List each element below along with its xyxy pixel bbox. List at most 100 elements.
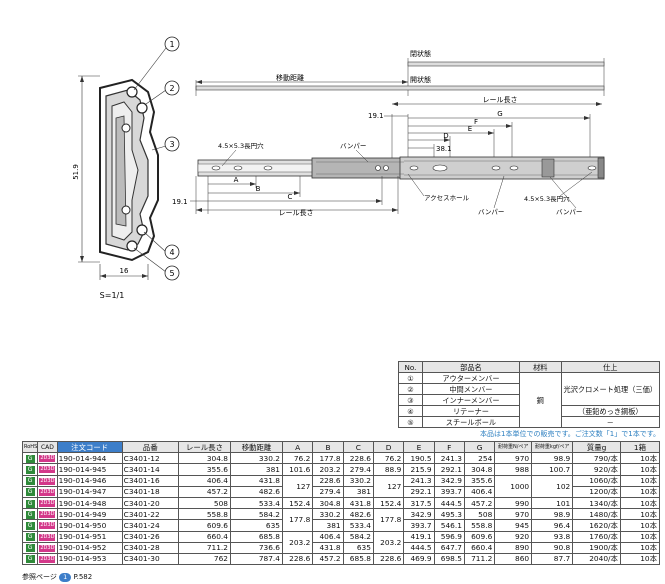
cad-download-icon[interactable]: 2D3D — [37, 474, 58, 487]
spec-header-rail-length: レール長さ — [177, 440, 231, 454]
spec-travel: 635 — [229, 519, 283, 532]
spec-dim-b: 457.2 — [312, 552, 344, 566]
spec-dim-d: 152.4 — [372, 496, 405, 510]
rohs-icon: G — [21, 552, 39, 566]
dim-38-1: 38.1 — [436, 145, 452, 153]
parts-header-name: 部品名 — [421, 361, 521, 373]
cad-download-icon[interactable]: 2D3D — [37, 496, 58, 510]
rohs-icon: G — [21, 474, 39, 487]
spec-mass: 920/本 — [572, 463, 621, 476]
rohs-icon: G — [21, 496, 39, 510]
spec-order-code[interactable]: 190-014-945 — [56, 463, 123, 476]
spec-box-qty: 10本 — [619, 552, 661, 566]
spec-order-code[interactable]: 190-014-953 — [56, 552, 123, 566]
spec-mass: 1200/本 — [572, 485, 621, 498]
cad-download-icon[interactable]: 2D3D — [37, 519, 58, 532]
spec-mass: 2040/本 — [572, 552, 621, 566]
spec-rail-length: 304.8 — [177, 452, 231, 465]
spec-rail-length: 355.6 — [177, 463, 231, 476]
spec-dim-e: 215.9 — [403, 463, 435, 476]
spec-dim-g: 254 — [463, 452, 496, 465]
spec-dim-g: 355.6 — [463, 474, 496, 487]
spec-dim-d: 228.6 — [372, 552, 405, 566]
dim-19-1-top: 19.1 — [368, 112, 384, 120]
spec-load-n: 1000 — [494, 474, 533, 498]
spec-dim-e: 317.5 — [403, 496, 435, 510]
spec-dim-g: 457.2 — [463, 496, 496, 510]
reference-page-link[interactable]: P.582 — [73, 573, 93, 581]
spec-dim-a: 228.6 — [281, 552, 314, 566]
spec-load-n: 920 — [494, 530, 533, 543]
callout-3: 3 — [169, 140, 174, 149]
scale-label: S=1/1 — [100, 291, 125, 300]
spec-header-E: E — [403, 440, 435, 454]
spec-header-F: F — [433, 440, 465, 454]
spec-order-code[interactable]: 190-014-944 — [56, 452, 123, 465]
spec-dim-a: 203.2 — [281, 530, 314, 554]
cad-download-icon[interactable]: 2D3D — [37, 508, 58, 521]
rohs-icon: G — [21, 463, 39, 476]
spec-dim-b: 279.4 — [312, 485, 344, 498]
spec-part-no: C3401-30 — [121, 552, 179, 566]
spec-dim-c: 533.4 — [342, 519, 374, 532]
spec-dim-e: 190.5 — [403, 452, 435, 465]
spec-dim-a: 76.2 — [281, 452, 314, 465]
parts-no: ⑤ — [398, 416, 423, 428]
spec-mass: 1480/本 — [572, 508, 621, 521]
height-dim: 51.9 — [72, 164, 80, 180]
spec-load-n: 970 — [494, 452, 533, 465]
spec-load-n: 970 — [494, 508, 533, 521]
spec-header-D: D — [372, 440, 405, 454]
spec-order-code[interactable]: 190-014-950 — [56, 519, 123, 532]
parts-finish-retainer: （亜鉛めっき鋼板） — [560, 405, 661, 417]
cad-download-icon[interactable]: 2D3D — [37, 530, 58, 543]
spec-order-code[interactable]: 190-014-947 — [56, 485, 123, 498]
cad-download-icon[interactable]: 2D3D — [37, 452, 58, 465]
parts-table: No. 部品名 材料 仕上 ① アウターメンバー 鋼 光沢クロメート処理（三価）… — [398, 361, 661, 428]
rohs-icon: G — [21, 541, 39, 554]
spec-mass: 1900/本 — [572, 541, 621, 554]
spec-dim-a: 177.8 — [281, 508, 314, 532]
spec-travel: 482.6 — [229, 485, 283, 498]
spec-order-code[interactable]: 190-014-949 — [56, 508, 123, 521]
spec-order-code[interactable]: 190-014-951 — [56, 530, 123, 543]
spec-dim-f: 342.9 — [433, 474, 465, 487]
spec-header-row: RoHS CAD 注文コード 品番 レール長さ 移動距離 A B C D E F… — [21, 440, 661, 454]
spec-box-qty: 10本 — [619, 474, 661, 487]
dim-D: D — [443, 132, 448, 140]
cad-download-icon[interactable]: 2D3D — [37, 485, 58, 498]
dim-B: B — [256, 185, 261, 193]
spec-part-no: C3401-20 — [121, 496, 179, 510]
spec-header-C: C — [342, 440, 374, 454]
spec-travel: 533.4 — [229, 496, 283, 510]
spec-order-code[interactable]: 190-014-952 — [56, 541, 123, 554]
cad-download-icon[interactable]: 2D3D — [37, 463, 58, 476]
spec-box-qty: 10本 — [619, 485, 661, 498]
spec-dim-b: 177.8 — [312, 452, 344, 465]
spec-part-no: C3401-26 — [121, 530, 179, 543]
spec-rail-length: 609.6 — [177, 519, 231, 532]
spec-travel: 584.2 — [229, 508, 283, 521]
spec-dim-c: 228.6 — [342, 452, 374, 465]
cad-download-icon[interactable]: 2D3D — [37, 541, 58, 554]
spec-dim-e: 419.1 — [403, 530, 435, 543]
spec-order-code[interactable]: 190-014-948 — [56, 496, 123, 510]
side-view: 閉状態 開状態 移動距離 レール長さ 19.1 G F E D 38 — [172, 49, 605, 217]
spec-dim-b: 304.8 — [312, 496, 344, 510]
spec-header-cad: CAD — [37, 440, 58, 454]
bumper-label-bottom: バンパー — [478, 208, 504, 216]
spec-box-qty: 10本 — [619, 519, 661, 532]
spec-header-order-code: 注文コード — [56, 440, 123, 454]
spec-order-code[interactable]: 190-014-946 — [56, 474, 123, 487]
spec-box-qty: 10本 — [619, 452, 661, 465]
dim-19-1-bottom: 19.1 — [172, 198, 188, 206]
cad-download-icon[interactable]: 2D3D — [37, 552, 58, 566]
spec-dim-f: 444.5 — [433, 496, 465, 510]
rohs-icon: G — [21, 485, 39, 498]
technical-drawing: 51.9 16 S=1/1 1 2 3 4 5 閉状態 開状態 — [72, 36, 605, 300]
slot-label-right: 4.5×5.3長円穴 — [524, 194, 570, 203]
open-state-label: 開状態 — [410, 75, 431, 84]
